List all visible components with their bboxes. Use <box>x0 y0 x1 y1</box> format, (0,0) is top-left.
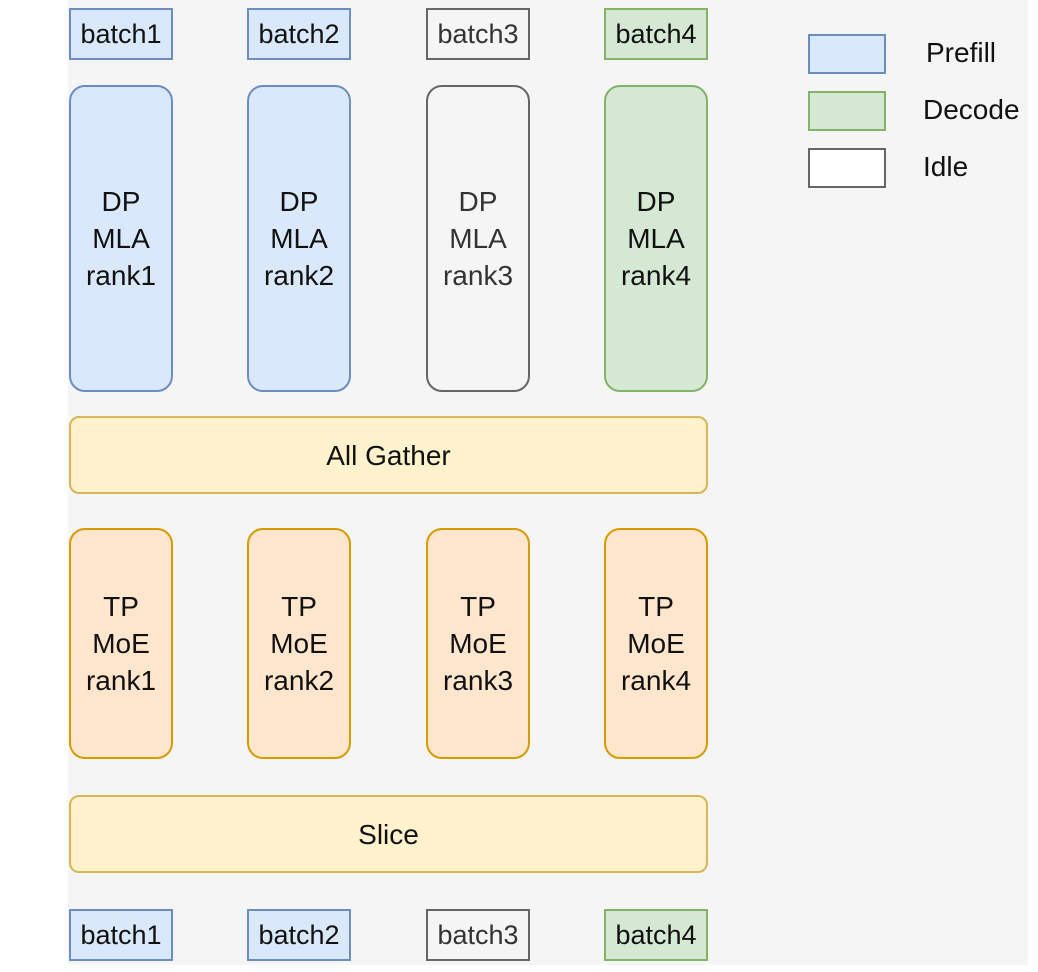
legend-swatch-prefill <box>808 34 886 74</box>
mla-rank-4-line1: DP <box>636 186 676 217</box>
bottom-batch-3: batch3 <box>426 909 530 961</box>
slice-bar: Slice <box>69 795 708 873</box>
mla-rank-1: DP MLA rank1 <box>69 85 173 392</box>
bottom-batch-4: batch4 <box>604 909 708 961</box>
moe-rank-4-line2: MoE <box>627 628 685 659</box>
moe-rank-3-line1: TP <box>460 591 496 622</box>
moe-rank-1: TP MoE rank1 <box>69 528 173 759</box>
mla-rank-1-line3: rank1 <box>85 260 157 291</box>
moe-rank-4-line1: TP <box>638 591 674 622</box>
legend-label-decode: Decode <box>923 94 1020 125</box>
legend-swatch-decode <box>808 91 886 131</box>
top-batch-3: batch3 <box>426 8 530 60</box>
moe-rank-1-line1: TP <box>103 591 139 622</box>
mla-rank-3-line3: rank3 <box>442 260 514 291</box>
top-batch-1: batch1 <box>69 8 173 60</box>
mla-rank-3: DP MLA rank3 <box>426 85 530 392</box>
mla-rank-4-line2: MLA <box>627 223 685 254</box>
top-batch-4: batch4 <box>604 8 708 60</box>
mla-rank-4-line3: rank4 <box>620 260 692 291</box>
mla-rank-4: DP MLA rank4 <box>604 85 708 392</box>
slice-label: Slice <box>358 818 419 850</box>
moe-rank-3-line2: MoE <box>449 628 507 659</box>
mla-rank-1-line2: MLA <box>92 223 150 254</box>
moe-rank-2-line1: TP <box>281 591 317 622</box>
mla-rank-2-line2: MLA <box>270 223 328 254</box>
moe-rank-1-line3: rank1 <box>85 665 157 696</box>
top-batch-2: batch2 <box>247 8 351 60</box>
mla-rank-3-line2: MLA <box>449 223 507 254</box>
all-gather-label: All Gather <box>326 439 451 471</box>
moe-rank-3-line3: rank3 <box>442 665 514 696</box>
bottom-batch-2: batch2 <box>247 909 351 961</box>
legend-swatch-idle <box>808 148 886 188</box>
mla-rank-2-line3: rank2 <box>263 260 335 291</box>
mla-rank-2-line1: DP <box>279 186 319 217</box>
legend-label-idle: Idle <box>923 151 969 182</box>
legend-label-prefill: Prefill <box>926 37 997 68</box>
mla-rank-1-line1: DP <box>101 186 141 217</box>
moe-rank-4-line3: rank4 <box>620 665 692 696</box>
moe-rank-1-line2: MoE <box>92 628 150 659</box>
bottom-batch-1: batch1 <box>69 909 173 961</box>
moe-rank-2-line2: MoE <box>270 628 328 659</box>
moe-rank-4: TP MoE rank4 <box>604 528 708 759</box>
moe-rank-3: TP MoE rank3 <box>426 528 530 759</box>
moe-rank-2: TP MoE rank2 <box>247 528 351 759</box>
moe-rank-2-line3: rank2 <box>263 665 335 696</box>
all-gather-bar: All Gather <box>69 416 708 494</box>
mla-rank-3-line1: DP <box>458 186 498 217</box>
mla-rank-2: DP MLA rank2 <box>247 85 351 392</box>
